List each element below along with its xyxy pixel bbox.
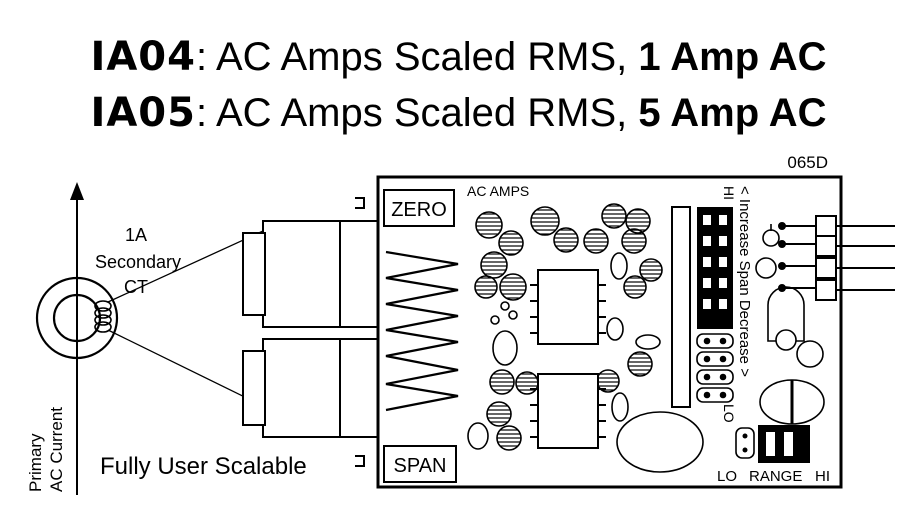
- input-terminal-blocks: [242, 220, 380, 438]
- coil-spring: [385, 250, 459, 412]
- range-lo-label: LO: [717, 468, 737, 485]
- primary-current-arrow: [70, 182, 84, 495]
- output-pins: [778, 215, 895, 301]
- title-ia05: IA05: AC Amps Scaled RMS, 5 Amp AC: [0, 90, 917, 136]
- primary-label-line2: AC Current: [47, 407, 66, 492]
- primary-label-line1: Primary: [26, 433, 45, 492]
- span-jumper-block: [697, 207, 733, 329]
- ct-label-line2: Secondary: [95, 252, 181, 272]
- passive-components: [467, 252, 704, 473]
- rating-ia04: 1 Amp AC: [638, 35, 827, 79]
- connector-strip: [671, 206, 691, 408]
- ct-label-line3: CT: [124, 277, 148, 297]
- model-ia04: IA04: [90, 34, 196, 80]
- span-lo-label: LO: [721, 404, 737, 423]
- title-ia05-text: : AC Amps Scaled RMS,: [195, 91, 639, 135]
- ic-chip-upper: [530, 269, 606, 345]
- ic-chip-lower: [530, 373, 606, 449]
- zero-label: ZERO: [391, 199, 447, 221]
- range-jumper: [735, 425, 810, 463]
- rating-ia05: 5 Amp AC: [638, 91, 827, 135]
- capacitors: [474, 203, 663, 451]
- board-label: AC AMPS: [467, 183, 529, 199]
- part-code: 065D: [787, 153, 828, 172]
- right-components: [755, 224, 825, 425]
- span-hi-label: HI: [721, 186, 737, 200]
- current-transformer: [35, 230, 264, 407]
- title-ia04: IA04: AC Amps Scaled RMS, 1 Amp AC: [0, 34, 917, 80]
- range-label: RANGE: [749, 468, 802, 485]
- span-label: SPAN: [394, 455, 447, 477]
- range-hi-label: HI: [815, 468, 830, 485]
- scalable-label: Fully User Scalable: [100, 453, 307, 480]
- span-direction-label: < Increase Span Decrease >: [736, 186, 753, 377]
- title-ia04-text: : AC Amps Scaled RMS,: [195, 35, 639, 79]
- span-jumper-pads: [696, 333, 734, 403]
- model-ia05: IA05: [90, 90, 196, 136]
- span-pot: [355, 445, 457, 483]
- zero-pot: [355, 189, 455, 227]
- ct-label-line1: 1A: [125, 225, 147, 245]
